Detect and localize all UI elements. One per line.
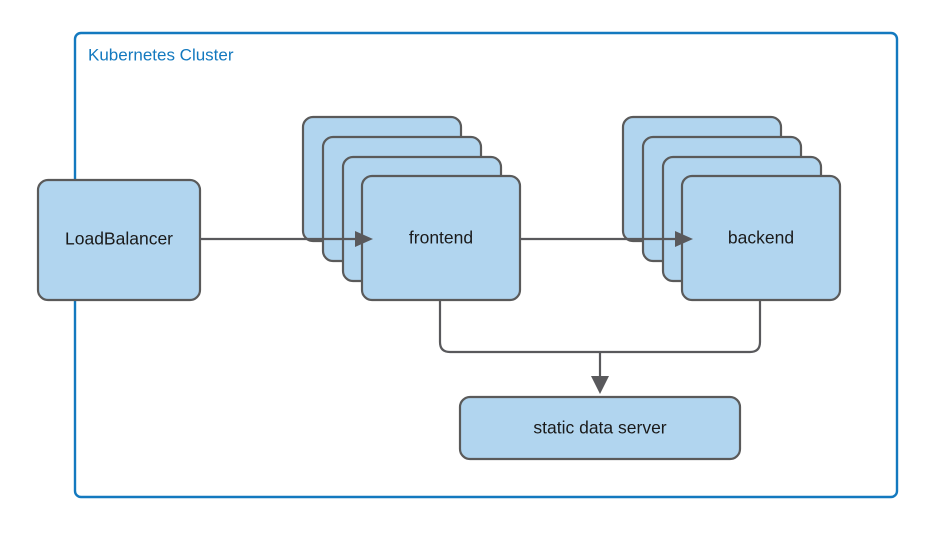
node-loadbalancer[interactable]: LoadBalancer	[36, 178, 202, 302]
edge-frontend-to-backend[interactable]	[520, 231, 693, 247]
edge-loadbalancer-to-frontend[interactable]	[200, 231, 373, 247]
edge-frontend-to-static-data-server-line	[438, 301, 600, 354]
static-data-server-label: static data server	[533, 418, 666, 438]
static-data-server-box[interactable]	[458, 395, 742, 461]
loadbalancer-label: LoadBalancer	[65, 229, 173, 249]
edge-merge-to-static-data-server-arrowhead	[591, 376, 609, 394]
frontend-label: frontend	[409, 228, 473, 248]
node-backend[interactable]: backend	[621, 115, 842, 302]
edge-merge-to-static-data-server[interactable]	[591, 352, 609, 394]
kubernetes-cluster-label: Kubernetes Cluster	[88, 45, 234, 64]
edge-backend-to-static-data-server[interactable]	[600, 301, 762, 354]
edge-loadbalancer-to-frontend-arrowhead	[355, 231, 373, 247]
node-static-data-server[interactable]: static data server	[458, 395, 742, 461]
edge-frontend-to-static-data-server[interactable]	[438, 301, 600, 354]
node-frontend[interactable]: frontend	[301, 115, 522, 302]
edge-frontend-to-backend-arrowhead	[675, 231, 693, 247]
edge-backend-to-static-data-server-line	[600, 301, 762, 354]
backend-label: backend	[728, 228, 794, 248]
